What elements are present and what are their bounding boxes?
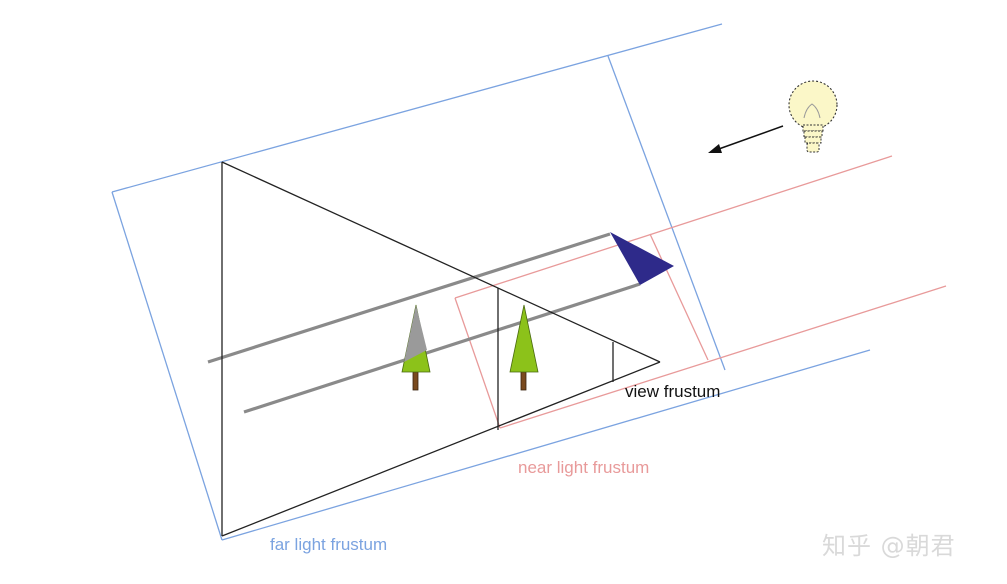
tree-icon	[401, 304, 431, 391]
far-frustum-split-edge	[607, 55, 726, 371]
light-rays	[207, 232, 641, 414]
far-frustum-left-edge	[111, 191, 223, 541]
far-frustum-top-edge	[111, 23, 723, 193]
light-bulb-icon	[788, 80, 838, 153]
near-frustum-top-edge	[454, 155, 893, 299]
view-frustum	[221, 161, 661, 537]
camera-triangle-icon	[610, 232, 674, 285]
arrow-left-icon	[708, 125, 784, 153]
near-frustum-left-edge	[454, 297, 501, 429]
tree-icon	[509, 304, 539, 391]
light-ray-upper	[207, 232, 611, 364]
view-frustum-bottom-edge	[221, 361, 661, 537]
view-frustum-label: view frustum	[625, 382, 720, 401]
watermark: 知乎 @朝君	[822, 532, 956, 560]
near-frustum-bottom-edge	[499, 285, 947, 429]
far-light-frustum	[111, 23, 871, 541]
light-ray-lower	[243, 282, 641, 414]
near-light-frustum-label: near light frustum	[518, 458, 649, 477]
view-frustum-top-edge	[221, 161, 661, 363]
far-frustum-bottom-edge	[221, 349, 871, 541]
near-light-frustum	[454, 155, 947, 429]
near-frustum-split-edge	[649, 233, 709, 361]
far-light-frustum-label: far light frustum	[270, 535, 387, 554]
